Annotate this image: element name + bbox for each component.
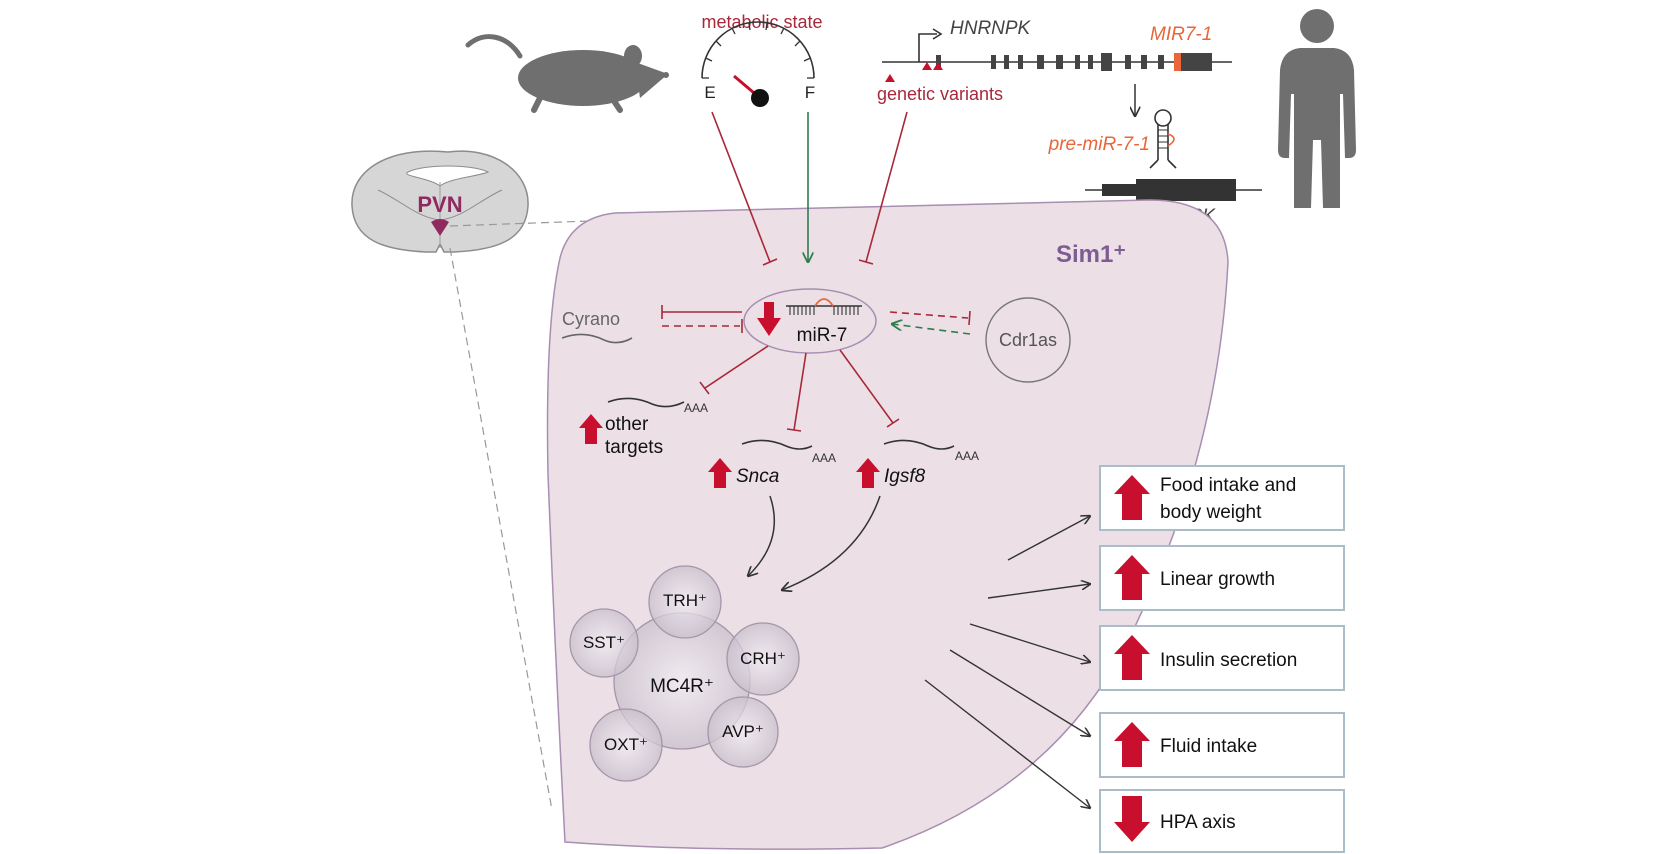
snca-to-neurons-arrow: [748, 495, 776, 576]
outcome-box-fluid-intake: Fluid intake: [1099, 712, 1345, 778]
outcome-growth-label: Linear growth: [1160, 569, 1275, 590]
outcome-arrow-growth: [987, 584, 1090, 599]
metabolic-inhibition-arrow: [711, 111, 778, 266]
mir7-other-targets-inhibition: [699, 345, 769, 395]
outcome-arrow-insulin: [969, 623, 1090, 662]
pvn-label: PVN: [417, 192, 462, 217]
cdr1as-label: Cdr1as: [999, 330, 1057, 350]
igsf8-polya-label: AAA: [955, 449, 979, 463]
outcome-arrow-fluid: [949, 649, 1090, 736]
gauge-full-label: F: [805, 83, 815, 102]
fuel-gauge-icon: [701, 21, 815, 107]
neuron-avp-label: AVP⁺: [722, 722, 764, 741]
neuron-trh-label: TRH⁺: [663, 591, 707, 610]
outcome-food-line1: Food intake and: [1160, 475, 1296, 496]
hnrnpk-transcript-diagram: [1085, 179, 1262, 201]
pre-mir-7-1-label: pre-miR-7-1: [1048, 134, 1150, 155]
other-targets-label-1: other: [605, 414, 649, 435]
cdr1as-mir7-activation-dashed: [892, 324, 971, 335]
cyrano-label: Cyrano: [562, 309, 620, 329]
neuron-oxt-label: OXT⁺: [604, 735, 648, 754]
igsf8-label: Igsf8: [884, 466, 926, 487]
gauge-empty-label: E: [704, 83, 715, 102]
snca-label: Snca: [736, 466, 779, 487]
pre-mirna-hairpin-icon: [1149, 109, 1177, 169]
neuron-mc4r-label: MC4R⁺: [650, 676, 714, 697]
neuron-trh: [648, 565, 722, 639]
mir7-1-gene-label: MIR7-1: [1150, 24, 1212, 45]
human-icon: [1278, 9, 1356, 208]
neuron-avp: [707, 696, 779, 768]
zoom-line-bottom: [449, 247, 553, 811]
mir7-igsf8-inhibition: [839, 349, 900, 428]
cyrano-mir7-inhibition-dashed: [662, 319, 743, 333]
sim1-label: Sim1⁺: [1056, 241, 1126, 268]
snca-polya-label: AAA: [812, 451, 836, 465]
outcome-hpa-label: HPA axis: [1160, 812, 1236, 833]
cyrano-transcript-icon: [561, 333, 633, 344]
neuron-crh-label: CRH⁺: [740, 649, 786, 668]
other-targets-up-arrow: [579, 414, 603, 444]
gene-locus-diagram: [882, 28, 1232, 82]
mouse-icon: [465, 34, 669, 113]
mir7-cdr1as-inhibition-dashed: [889, 310, 971, 326]
igsf8-up-arrow: [856, 458, 880, 488]
neuron-oxt: [589, 708, 663, 782]
other-targets-polya-label: AAA: [684, 401, 708, 415]
mir7-node: [743, 288, 877, 354]
igsf8-to-neurons-arrow: [782, 495, 881, 590]
mir7-cyrano-inhibition: [661, 305, 742, 319]
neuron-sst: [569, 608, 639, 678]
mir7-snca-inhibition: [786, 352, 807, 432]
other-targets-label-2: targets: [605, 437, 663, 458]
genetic-variants-label: genetic variants: [877, 84, 1003, 104]
outcome-box-food-intake: Food intake and body weight: [1099, 465, 1345, 531]
neuron-cluster: [569, 565, 800, 782]
igsf8-transcript-icon: [883, 439, 955, 450]
brain-section-icon: [351, 150, 529, 253]
outcome-box-linear-growth: Linear growth: [1099, 545, 1345, 611]
mir7-label: miR-7: [797, 325, 848, 346]
outcome-fluid-label: Fluid intake: [1160, 736, 1257, 757]
outcome-arrow-food: [1007, 516, 1090, 561]
outcome-arrow-hpa: [924, 679, 1090, 808]
other-targets-transcript-icon: [607, 397, 685, 408]
snca-up-arrow: [708, 458, 732, 488]
snca-transcript-icon: [741, 439, 813, 450]
neuron-sst-label: SST⁺: [583, 633, 625, 652]
cdr1as-node: [985, 297, 1071, 383]
outcome-box-hpa-axis: HPA axis: [1099, 789, 1345, 853]
neuron-crh: [726, 622, 800, 696]
outcome-food-line2: body weight: [1160, 502, 1262, 523]
zoom-line-top: [449, 215, 731, 227]
outcome-insulin-label: Insulin secretion: [1160, 650, 1297, 671]
outcome-box-insulin-secretion: Insulin secretion: [1099, 625, 1345, 691]
hnrnpk-gene-label: HNRNPK: [950, 18, 1032, 39]
variant-inhibition-arrow: [858, 111, 908, 265]
